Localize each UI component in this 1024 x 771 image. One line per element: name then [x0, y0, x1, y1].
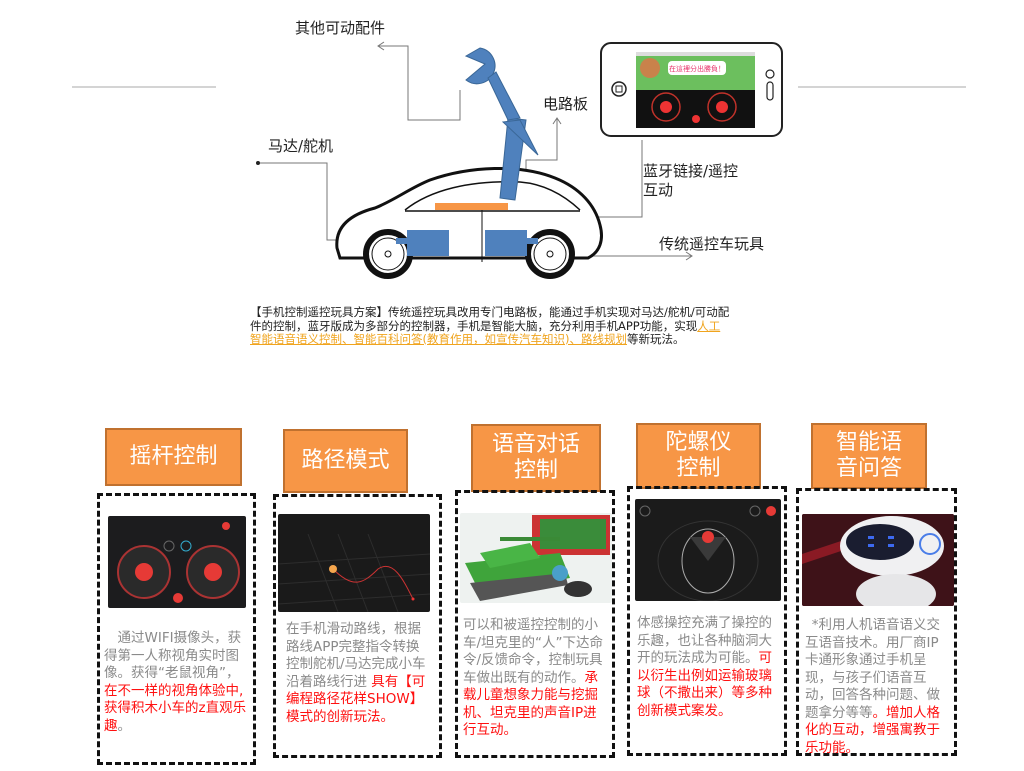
label-bluetooth-line2: 互动 [643, 181, 674, 199]
feature-title-qa: 智能语音问答 [811, 423, 927, 489]
feature-card-path: 在手机滑动路线，根据路线APP完整指令转换控制舵机/马达完成小车沿着路线行进 具… [273, 494, 442, 758]
feature-title-text: 陀螺仪控制 [665, 430, 732, 481]
divider-right [798, 86, 966, 88]
smartphone-icon: 在這裡分出勝負！ [600, 42, 783, 137]
feature-card-qa: *利用人机语音语义交互语音技术。用厂商IP卡通形象通过手机呈现，与孩子们语音互动… [796, 488, 957, 756]
desc-gray: 在手机滑动路线，根据路线APP完整指令转换控制舵机/马达完成小车沿着路线行进 [286, 621, 426, 690]
desc-gray: 通过WIFI摄像头，获得第一人称视角实时图像。获得“老鼠视角”， [104, 630, 242, 681]
feature-desc-gyro: 体感操控充满了操控的乐趣，也让各种脑洞大开的玩法成为可能。可以衍生出例如运输玻璃… [637, 615, 777, 720]
solution-description: 【手机控制遥控玩具方案】传统遥控玩具改用专门电路板，能通过手机实现对马达/舵机/… [250, 305, 730, 347]
desc-red: 具有【可编程路径花样SHOW】模式的创新玩法。 [286, 673, 426, 725]
robot-photo [802, 514, 954, 606]
car-control-diagram: 在這裡分出勝負！ [256, 41, 783, 279]
description-part2: 等新玩法。 [626, 332, 685, 346]
svg-text:在這裡分出勝負！: 在這裡分出勝負！ [669, 64, 725, 73]
feature-card-joystick: 通过WIFI摄像头，获得第一人称视角实时图像。获得“老鼠视角”，在不一样的视角体… [97, 493, 256, 765]
description-highlight: 人工智能语音语义控制、智能百科问答(教育作用，如宣传汽车知识)、路线规划 [250, 318, 721, 346]
desc-gray: *利用人机语音语义交互语音技术。用厂商IP卡通形象通过手机呈现，与孩子们语音互动… [805, 617, 940, 721]
desc-red: 。增加人格化的互动，增强寓教于乐功能。 [805, 704, 940, 756]
feature-card-gyro: 体感操控充满了操控的乐趣，也让各种脑洞大开的玩法成为可能。可以衍生出例如运输玻璃… [627, 486, 787, 756]
path-mode-app-screenshot [278, 514, 430, 612]
gyro-app-screenshot [635, 499, 781, 601]
divider-left [72, 86, 216, 88]
feature-title-text: 摇杆控制 [129, 444, 218, 469]
desc-gray: 体感操控充满了操控的乐趣，也让各种脑洞大开的玩法成为可能。 [637, 615, 772, 666]
label-circuit-board: 电路板 [543, 95, 589, 113]
tank-toy-photo [460, 513, 612, 603]
label-other-parts: 其他可动配件 [295, 19, 386, 37]
description-part1: 【手机控制遥控玩具方案】传统遥控玩具改用专门电路板，能通过手机实现对马达/舵机/… [250, 305, 730, 333]
label-bluetooth-line1: 蓝牙链接/遥控 [643, 162, 739, 180]
feature-title-text: 路径模式 [301, 448, 390, 473]
feature-desc-path: 在手机滑动路线，根据路线APP完整指令转换控制舵机/马达完成小车沿着路线行进 具… [286, 621, 426, 726]
feature-title-joystick: 摇杆控制 [105, 428, 242, 486]
feature-title-text: 语音对话控制 [491, 432, 580, 483]
feature-title-gyro: 陀螺仪控制 [636, 423, 761, 489]
feature-card-voice: 可以和被遥控控制的小车/坦克里的“人”下达命令/反馈命令，控制玩具车做出既有的动… [455, 490, 615, 758]
desc-red: 在不一样的视角体验中,获得积木小车的z直观乐趣 [104, 682, 247, 734]
feature-title-text: 智能语音问答 [835, 430, 902, 481]
label-traditional-toy: 传统遥控车玩具 [659, 235, 765, 253]
desc-gray: 可以和被遥控控制的小车/坦克里的“人”下达命令/反馈命令，控制玩具车做出既有的动… [463, 617, 604, 686]
feature-title-path: 路径模式 [283, 429, 408, 493]
desc-tail: 。 [117, 717, 132, 734]
feature-title-voice: 语音对话控制 [471, 424, 601, 492]
desc-red: 可以衍生出例如运输玻璃球（不撒出来）等多种创新模式案发。 [637, 650, 772, 719]
feature-desc-joystick: 通过WIFI摄像头，获得第一人称视角实时图像。获得“老鼠视角”，在不一样的视角体… [104, 630, 250, 735]
joystick-app-screenshot [108, 516, 246, 608]
label-motor-servo: 马达/舵机 [268, 137, 334, 155]
feature-desc-qa: *利用人机语音语义交互语音技术。用厂商IP卡通形象通过手机呈现，与孩子们语音互动… [805, 617, 949, 757]
feature-desc-voice: 可以和被遥控控制的小车/坦克里的“人”下达命令/反馈命令，控制玩具车做出既有的动… [463, 617, 607, 740]
desc-red: 承载儿童想象力能与挖掘机、坦克里的声音IP进行互动。 [463, 669, 598, 739]
